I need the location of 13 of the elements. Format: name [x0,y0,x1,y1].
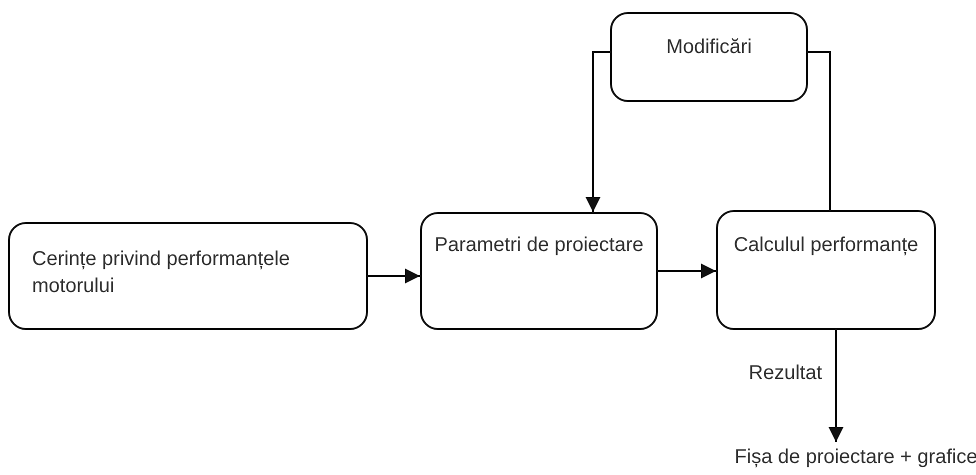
box-label: Cerințe privind performanțele motorului [32,247,291,299]
box-label: Calculul performanțe [734,233,918,258]
arrow [828,330,844,442]
arrow [586,51,610,212]
process-box [8,222,368,330]
process-box [420,212,658,330]
box-label: Parametri de proiectare [434,233,644,258]
process-box [716,210,936,330]
connector-line [808,51,831,210]
arrow [368,268,420,284]
arrow [658,264,716,278]
process-box [610,12,808,102]
box-label: Modificări [666,35,752,60]
